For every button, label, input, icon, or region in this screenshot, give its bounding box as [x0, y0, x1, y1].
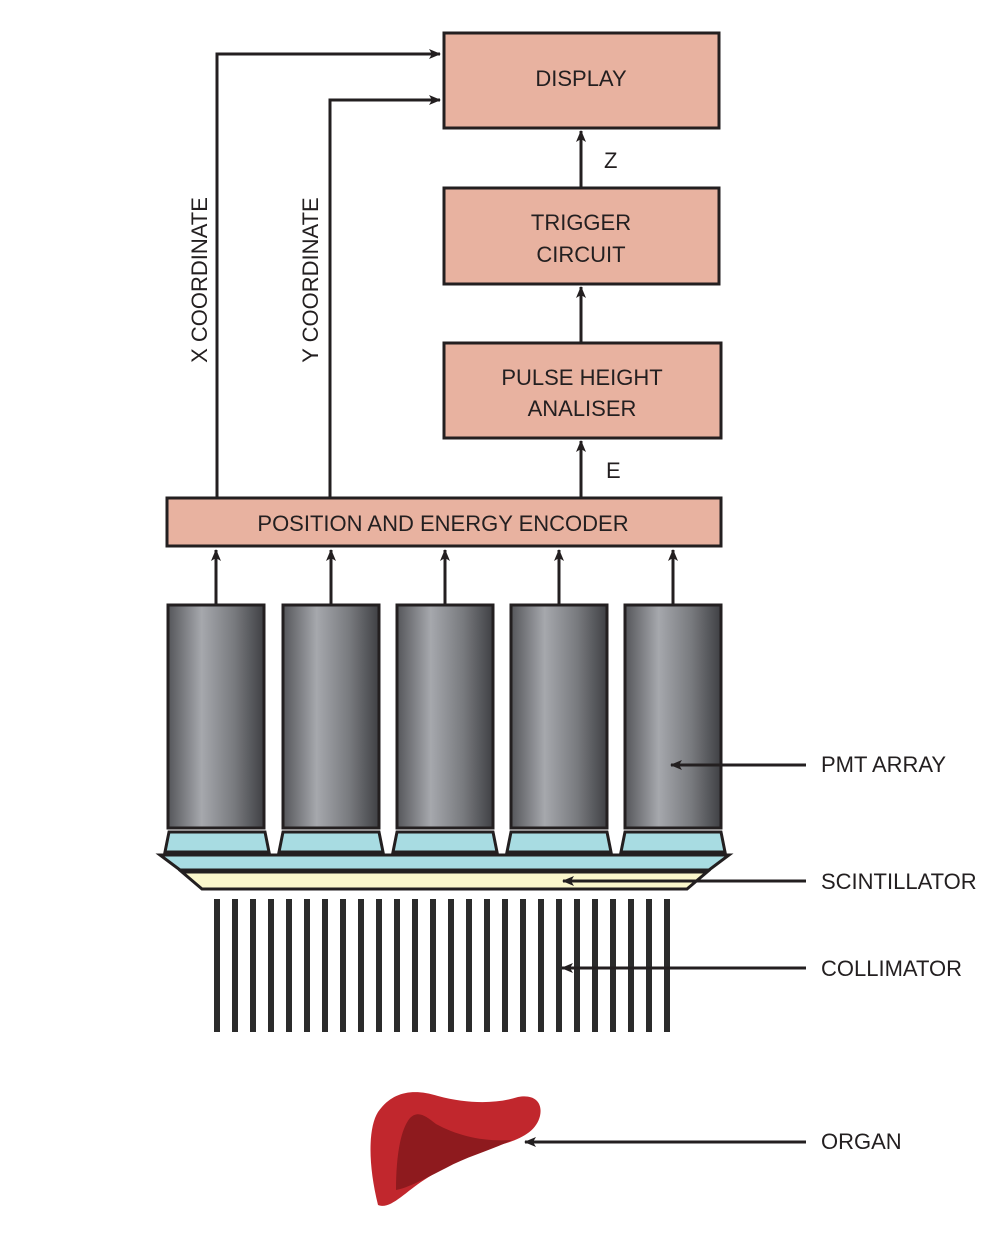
collimator-septum [430, 899, 436, 1032]
pmt-tube [277, 549, 385, 854]
collimator-septum [664, 899, 670, 1032]
collimator-septum [232, 899, 238, 1032]
svg-text:PULSE HEIGHT: PULSE HEIGHT [501, 365, 662, 390]
collimator-septum [322, 899, 328, 1032]
collimator-septum [610, 899, 616, 1032]
light-guide [155, 853, 734, 872]
collimator-septum [628, 899, 634, 1032]
collimator-septum [466, 899, 472, 1032]
organ-label: ORGAN [821, 1129, 902, 1154]
collimator-septum [250, 899, 256, 1032]
e-label: E [606, 458, 621, 483]
pmt-tube [391, 549, 499, 854]
collimator-septum [592, 899, 598, 1032]
pmt-array-label: PMT ARRAY [821, 752, 946, 777]
x-coordinate-label: X COORDINATE [187, 197, 212, 363]
organ-liver [370, 1092, 541, 1206]
collimator-septum [286, 899, 292, 1032]
collimator-septum [448, 899, 454, 1032]
svg-text:TRIGGER: TRIGGER [531, 210, 631, 235]
z-label: Z [604, 148, 617, 173]
collimator-septum [358, 899, 364, 1032]
collimator-septum [376, 899, 382, 1032]
scintillator-crystal [177, 870, 712, 891]
collimator-septum [646, 899, 652, 1032]
x-coordinate-line [215, 49, 441, 498]
svg-text:POSITION AND ENERGY ENCODER: POSITION AND ENERGY ENCODER [257, 511, 628, 536]
position-energy-encoder-block: POSITION AND ENERGY ENCODER [165, 496, 723, 548]
trigger-circuit-block: TRIGGER CIRCUIT [442, 186, 721, 286]
collimator-septum [520, 899, 526, 1032]
pmt-tube [163, 549, 271, 854]
pmt-tube [619, 549, 727, 854]
collimator-label: COLLIMATOR [821, 956, 962, 981]
collimator-septum [268, 899, 274, 1032]
svg-text:ANALISER: ANALISER [528, 396, 637, 421]
collimator [214, 899, 670, 1032]
pmt-tube [505, 549, 613, 854]
y-coordinate-label: Y COORDINATE [298, 197, 323, 362]
collimator-septum [538, 899, 544, 1032]
display-block: DISPLAY [442, 31, 721, 130]
collimator-septum [412, 899, 418, 1032]
svg-text:CIRCUIT: CIRCUIT [536, 242, 625, 267]
collimator-septum [574, 899, 580, 1032]
scintillator-label: SCINTILLATOR [821, 869, 977, 894]
pulse-height-analiser-block: PULSE HEIGHT ANALISER [442, 341, 723, 440]
collimator-septum [304, 899, 310, 1032]
collimator-septum [502, 899, 508, 1032]
collimator-septum [556, 899, 562, 1032]
collimator-septum [340, 899, 346, 1032]
collimator-septum [394, 899, 400, 1032]
collimator-septum [484, 899, 490, 1032]
y-coordinate-line [328, 95, 441, 498]
pmt-array [163, 549, 727, 854]
svg-text:DISPLAY: DISPLAY [535, 66, 627, 91]
collimator-septum [214, 899, 220, 1032]
